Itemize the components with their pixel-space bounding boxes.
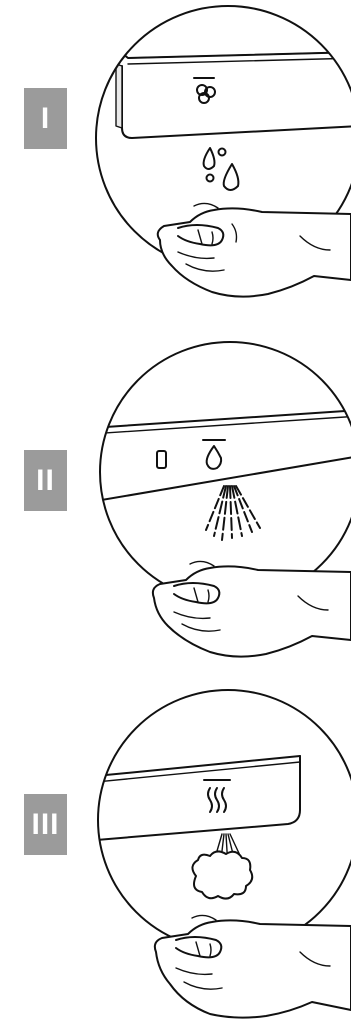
steam-cloud xyxy=(192,834,252,899)
hand xyxy=(153,561,351,656)
water-drop-icon xyxy=(203,440,225,469)
step-3: III xyxy=(0,680,351,1020)
step-1: I xyxy=(0,0,351,340)
step-3-illustration xyxy=(0,680,351,1020)
hand xyxy=(155,915,351,1017)
water-spray xyxy=(206,486,260,540)
water-droplets xyxy=(204,148,239,190)
indicator-light xyxy=(157,451,166,468)
step-2: II xyxy=(0,340,351,680)
fan-icon xyxy=(194,78,215,103)
heat-waves-icon xyxy=(204,780,230,812)
step-2-illustration xyxy=(0,340,351,680)
hand xyxy=(158,203,351,296)
step-1-illustration xyxy=(0,0,351,340)
